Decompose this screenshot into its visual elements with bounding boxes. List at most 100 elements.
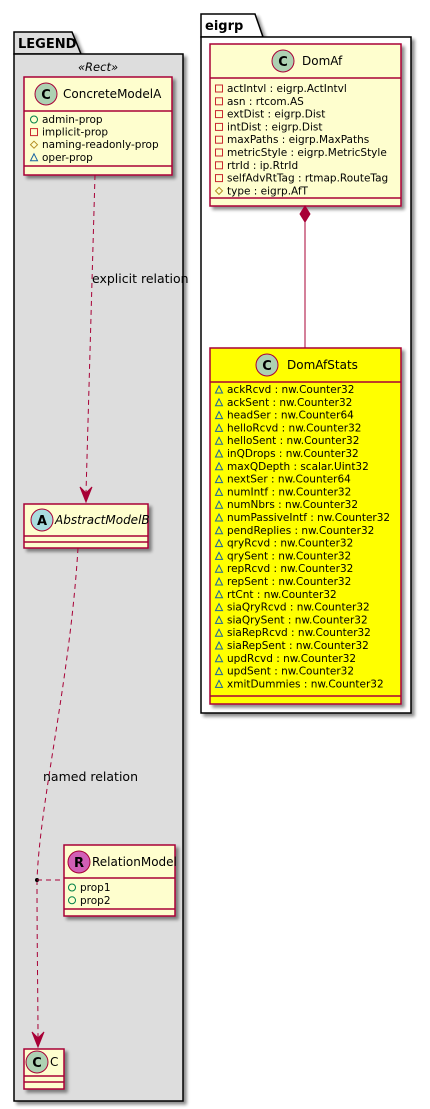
class-attribute: updRcvd : nw.Counter32 [227,653,356,665]
class-badge-c-icon [34,82,58,106]
visibility-package-icon [214,512,224,522]
class-badge-letter: C [278,55,288,70]
visibility-package-icon [214,423,224,432]
visibility-package-icon [214,500,224,509]
class-attribute: rtrId : ip.RtrId [227,160,298,172]
class-attribute: maxQDepth : scalar.Uint32 [227,461,369,473]
class-attribute: ackRcvd : nw.Counter32 [227,384,354,396]
visibility-package-icon [214,564,224,573]
visibility-package-icon [214,602,224,612]
visibility-public-icon [68,896,76,905]
visibility-package-icon [214,525,224,535]
class-name: RelationModel [92,855,177,869]
class-name: AbstractModelB [54,513,150,527]
class-badge-c-icon [25,1050,49,1074]
class-attribute: qryRcvd : nw.Counter32 [227,538,353,550]
class-attribute: rtCnt : nw.Counter32 [227,589,337,601]
visibility-package-icon [214,397,224,407]
class-box [63,844,176,917]
visibility-package-icon [214,410,224,420]
visibility-package-icon [214,615,224,624]
visibility-package-icon [214,640,224,650]
explicit-relation-label: explicit relation [92,271,189,286]
class-attribute: headSer : nw.Counter64 [227,410,354,422]
class-badge-r-icon [67,850,91,874]
visibility-private-icon [215,174,223,183]
named-relation-line [36,547,79,881]
visibility-private-icon [215,122,223,131]
class-name: C [50,1055,58,1069]
visibility-package-icon [214,487,224,496]
class-attribute: extDist : eigrp.Dist [227,109,325,121]
class-badge-c-icon [271,49,295,73]
class-name: DomAf [302,54,343,68]
class-attribute: ackSent : nw.Counter32 [227,397,352,409]
class-name: ConcreteModelA [63,87,162,101]
visibility-package-icon [214,589,224,599]
visibility-package-icon [214,474,224,484]
visibility-package-icon [214,461,224,471]
class-name: DomAfStats [287,358,358,372]
class-attribute: numPassiveIntf : nw.Counter32 [227,512,390,524]
named-relation-line [36,879,39,1039]
class-attribute: actIntvl : eigrp.ActIntvl [227,83,347,95]
class-attribute: siaQryRcvd : nw.Counter32 [227,602,370,614]
class-attribute: helloRcvd : nw.Counter32 [227,422,361,434]
class-attribute: oper-prop [42,152,93,164]
legend-package: LEGEND «Rect» [13,31,184,1102]
class-attribute: nextSer : nw.Counter64 [227,474,351,486]
class-badge-letter: C [32,1056,42,1071]
class-attribute: pendReplies : nw.Counter32 [227,525,374,537]
visibility-package-icon [29,152,39,162]
visibility-protected-icon [214,186,224,196]
class-c[interactable]: C C [23,1048,65,1090]
legend-package-title: LEGEND [18,37,77,52]
visibility-package-icon [214,679,224,688]
class-attribute: numIntf : nw.Counter32 [227,486,351,498]
class-attribute: prop2 [80,895,111,907]
visibility-package-icon [214,666,224,676]
class-abstract-model-b[interactable]: A AbstractModelB [23,503,150,549]
class-attribute: prop1 [80,882,111,894]
visibility-private-icon [215,110,223,119]
class-domafstats[interactable]: C DomAfStats ackRcvd : nw.Counter32ackSe… [209,347,402,705]
named-relation: named relation [31,547,138,1049]
class-badge-c-icon [255,353,279,377]
named-relation-label: named relation [43,769,138,784]
class-badge-a-icon [30,508,54,532]
legend-package-body [13,53,184,1102]
class-attribute: type : eigrp.AfT [227,185,309,197]
composition-relation [299,205,311,348]
class-attribute: implicit-prop [42,127,108,139]
class-attribute: siaRepSent : nw.Counter32 [227,640,369,652]
visibility-private-icon [215,161,223,170]
class-badge-letter: C [262,359,272,374]
class-attribute: maxPaths : eigrp.MaxPaths [227,134,369,146]
class-attribute: updSent : nw.Counter32 [227,666,354,678]
class-attribute: intDist : eigrp.Dist [227,121,322,133]
visibility-package-icon [214,551,224,560]
visibility-package-icon [214,538,224,548]
class-attribute: asn : rtcom.AS [227,96,304,108]
visibility-package-icon [214,436,224,445]
explicit-relation: explicit relation [79,174,189,504]
attribute-list: admin-propimplicit-propnaming-readonly-p… [29,114,159,164]
legend-stereotype: «Rect» [78,60,118,74]
class-attribute: inQDrops : nw.Counter32 [227,448,359,460]
visibility-private-icon [215,84,223,93]
class-attribute: naming-readonly-prop [42,139,159,151]
visibility-private-icon [30,128,38,137]
visibility-package-icon [214,576,224,586]
named-relation-arrowhead [31,1031,45,1049]
class-concrete-model-a[interactable]: C ConcreteModelA admin-propimplicit-prop… [23,76,173,176]
visibility-private-icon [215,97,223,106]
explicit-relation-arrowhead [79,486,93,504]
class-attribute: metricStyle : eigrp.MetricStyle [227,147,387,159]
visibility-private-icon [215,148,223,157]
